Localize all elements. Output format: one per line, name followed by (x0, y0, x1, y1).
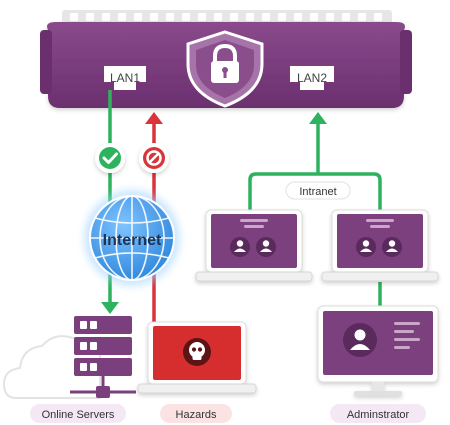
skull-icon (183, 338, 211, 366)
lan2-port: LAN2 (290, 66, 334, 90)
online-servers-label: Online Servers (42, 409, 115, 421)
internet-globe: Internet (84, 190, 180, 286)
intranet-badge: Intranet (285, 181, 351, 200)
caption-online-servers: Online Servers (30, 404, 126, 423)
admin-monitor (317, 305, 439, 396)
caption-administrator: Adminstrator (330, 404, 426, 423)
check-icon (95, 143, 125, 173)
no-entry-icon (139, 143, 169, 173)
lan1-label: LAN1 (110, 71, 140, 85)
lan2-label: LAN2 (297, 71, 327, 85)
lan1-port: LAN1 (104, 66, 146, 90)
hazards-label: Hazards (176, 409, 217, 421)
intranet-connection (248, 122, 382, 306)
intranet-label: Intranet (299, 186, 336, 198)
internet-label: Internet (103, 232, 162, 249)
shield-lock-icon (186, 30, 264, 108)
intranet-laptop-1 (195, 209, 313, 282)
admin-avatar-icon (343, 323, 377, 357)
server-rack-icon (70, 316, 136, 398)
caption-hazards: Hazards (160, 404, 232, 423)
intranet-laptop-2 (321, 209, 439, 282)
administrator-label: Adminstrator (347, 409, 410, 421)
